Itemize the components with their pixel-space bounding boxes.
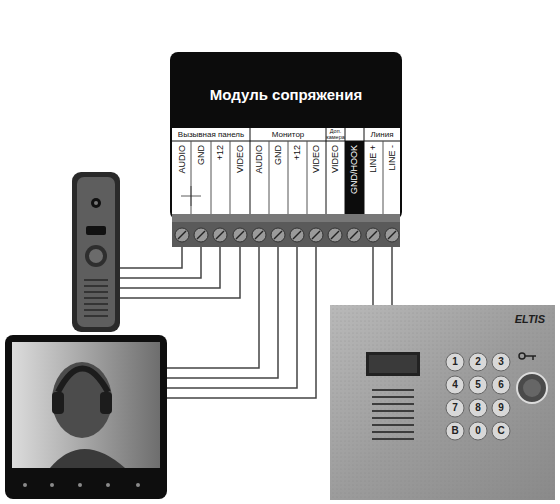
key-label: C <box>497 426 504 436</box>
interface-module-box: Модуль сопряжения <box>170 52 402 247</box>
group-header: Вызывная панель <box>173 131 249 139</box>
terminal-label: AUDIO <box>255 145 264 174</box>
call-panel <box>72 172 120 332</box>
interface-module <box>170 52 402 247</box>
key-label: 9 <box>498 403 504 413</box>
key-label: 1 <box>452 357 458 367</box>
terminal-label: +12 <box>216 145 225 160</box>
key-label: B <box>451 426 458 436</box>
line-wire <box>372 247 374 305</box>
terminal-screws <box>175 228 399 242</box>
terminal-label: VIDEO <box>312 145 321 173</box>
terminal-label: LINE + <box>369 145 378 173</box>
terminal-label: GND/HOOK <box>350 145 359 194</box>
terminal-label: AUDIO <box>178 145 187 174</box>
terminal-label: GND <box>274 145 283 165</box>
group-header: Монитор <box>251 131 325 139</box>
terminal-label: LINE - <box>388 145 397 171</box>
terminal-label: VIDEO <box>331 145 340 173</box>
module-title: Модуль сопряжения <box>170 86 402 103</box>
brand-name: ELTIS <box>515 313 545 325</box>
terminal-label: GND <box>197 145 206 165</box>
key-label: 5 <box>475 380 481 390</box>
key-label: 0 <box>475 426 481 436</box>
terminal-label: VIDEO <box>236 145 245 173</box>
terminal-label: +12 <box>293 145 302 160</box>
apartment-intercom-panel <box>330 305 555 500</box>
key-label: 6 <box>498 380 504 390</box>
line-wire <box>391 247 393 305</box>
key-label: 7 <box>452 403 458 413</box>
polarity-cross <box>181 186 201 206</box>
key-label: 4 <box>452 380 458 390</box>
key-label: 2 <box>475 357 481 367</box>
group-header: Линия <box>365 131 399 139</box>
wire <box>120 247 316 398</box>
group-header: Доп. камера <box>326 129 345 141</box>
key-label: 8 <box>475 403 481 413</box>
video-monitor <box>5 335 167 499</box>
key-label: 3 <box>498 357 504 367</box>
intercom-panel-box: ELTIS <box>330 305 555 500</box>
key-icon <box>519 353 536 360</box>
